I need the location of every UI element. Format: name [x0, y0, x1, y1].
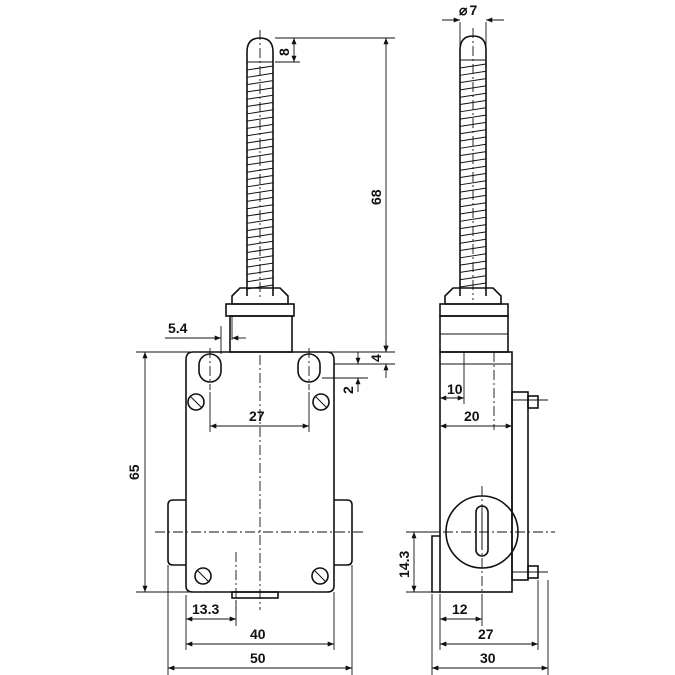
front-dim-8-label: 8	[276, 48, 292, 56]
front-dimension-68: 68	[296, 37, 395, 353]
front-switch-body	[155, 348, 365, 610]
front-dimension-50: 50	[167, 565, 353, 675]
front-screw-bottom-right	[311, 567, 329, 585]
side-dim-12-label: 12	[452, 601, 468, 617]
front-view: 8 68 4 2 5.4	[126, 30, 395, 675]
front-screw-bottom-left	[194, 567, 212, 585]
side-spring-coil	[459, 78, 487, 84]
side-spring-coil	[459, 114, 487, 120]
diameter-symbol: ⌀	[459, 2, 468, 18]
front-spring-coil	[246, 145, 274, 151]
front-dimension-65: 65	[126, 351, 190, 593]
front-spring-coil	[246, 218, 274, 224]
side-dimension-27: 27	[439, 580, 539, 650]
side-dimension-10: 10	[439, 352, 465, 404]
side-dim-30-label: 30	[480, 650, 496, 666]
front-spring-coil	[246, 255, 274, 261]
front-dim-2-label: 2	[340, 386, 356, 394]
side-spring-coil	[459, 253, 487, 259]
side-dimension-diameter-7: ⌀7	[442, 2, 504, 50]
side-dim-27-label: 27	[478, 626, 494, 642]
front-dimension-40: 40	[185, 592, 335, 650]
svg-text:⌀7: ⌀7	[459, 2, 477, 18]
front-dim-40-label: 40	[250, 626, 266, 642]
front-dimension-8: 8	[275, 37, 310, 63]
side-spring-coil	[459, 216, 487, 222]
front-dimension-2: 2	[322, 352, 368, 394]
front-dim-13-3-label: 13.3	[192, 601, 219, 617]
front-spring-coil	[246, 80, 274, 86]
side-spring-coil	[459, 275, 487, 281]
side-dimension-30: 30	[431, 580, 549, 675]
front-spring-coil	[246, 116, 274, 122]
side-spring-coil	[459, 151, 487, 157]
side-dim-diameter-7-label: 7	[469, 2, 477, 18]
front-switch-head	[225, 287, 295, 353]
front-spring-coil	[246, 182, 274, 188]
front-spring-coil	[246, 277, 274, 283]
front-dim-27-label: 27	[249, 408, 265, 424]
front-spring-coil	[246, 240, 274, 246]
side-dim-14-3-label: 14.3	[396, 551, 412, 578]
side-dimension-14-3: 14.3	[396, 531, 440, 593]
side-spring-coil	[459, 238, 487, 244]
side-dimension-20: 20	[439, 404, 513, 432]
front-screw-top-right	[312, 393, 330, 411]
front-dim-4-label: 4	[368, 354, 384, 362]
side-dim-10-label: 10	[447, 381, 463, 397]
side-spring-coil	[459, 143, 487, 149]
side-view: ⌀7 10 20 14.3 12	[396, 2, 555, 675]
side-switch-head	[439, 287, 509, 353]
front-dimension-5-4: 5.4	[165, 316, 246, 354]
front-dim-5-4-label: 5.4	[168, 320, 188, 336]
side-dim-20-label: 20	[464, 408, 480, 424]
front-dimension-4: 4	[334, 342, 395, 378]
side-switch-body	[425, 351, 555, 600]
front-dimension-27: 27	[209, 392, 310, 432]
front-screw-top-left	[187, 393, 205, 411]
side-spring-rod	[459, 28, 487, 300]
side-spring-coil	[459, 180, 487, 186]
front-dim-50-label: 50	[250, 650, 266, 666]
front-spring-coil	[246, 153, 274, 159]
side-dimension-12: 12	[439, 594, 483, 626]
front-dim-65-label: 65	[126, 464, 142, 480]
front-spring-rod	[246, 30, 274, 300]
front-dim-68-label: 68	[368, 189, 384, 205]
front-dimension-13-3: 13.3	[185, 595, 237, 626]
